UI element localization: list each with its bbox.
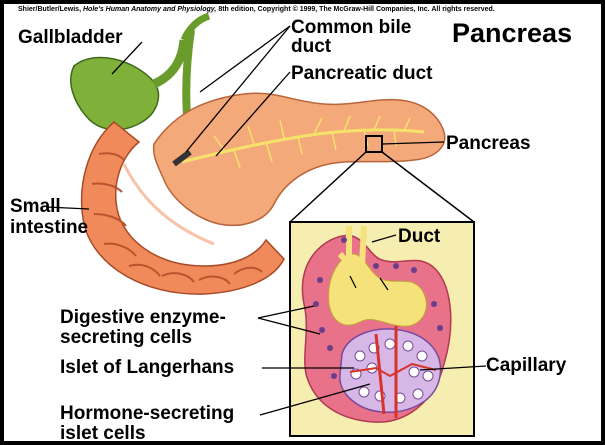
figure-frame: Shier/Butler/Lewis, Hole's Human Anatomy… xyxy=(4,4,601,441)
inset-panel xyxy=(290,222,474,436)
label-hormone-cells-line1: Hormone-secreting xyxy=(60,404,234,423)
label-digestive-cells-line1: Digestive enzyme- xyxy=(60,308,226,327)
label-digestive-cells-line2: secreting cells xyxy=(60,328,192,347)
label-common-bile-duct-line2: duct xyxy=(291,37,331,56)
label-gallbladder: Gallbladder xyxy=(18,28,123,47)
label-hormone-cells-line2: islet cells xyxy=(60,424,146,441)
credit-book: Hole's Human Anatomy and Physiology, xyxy=(83,6,216,13)
pancreas-shape xyxy=(154,93,445,225)
label-pancreatic-duct: Pancreatic duct xyxy=(291,64,433,83)
credit-prefix: Shier/Butler/Lewis, xyxy=(18,6,81,13)
label-common-bile-duct-line1: Common bile xyxy=(291,18,411,37)
figure-title: Pancreas xyxy=(452,20,572,47)
credit-suffix: 8th edition, Copyright © 1999, The McGra… xyxy=(218,6,494,13)
label-small-intestine-line2: intestine xyxy=(10,218,88,237)
label-pancreas: Pancreas xyxy=(446,134,531,153)
label-capillary: Capillary xyxy=(486,356,566,375)
label-small-intestine-line1: Small xyxy=(10,197,61,216)
label-islet-of-langerhans: Islet of Langerhans xyxy=(60,358,234,377)
copyright-credit: Shier/Butler/Lewis, Hole's Human Anatomy… xyxy=(18,6,495,13)
label-duct: Duct xyxy=(398,227,440,246)
